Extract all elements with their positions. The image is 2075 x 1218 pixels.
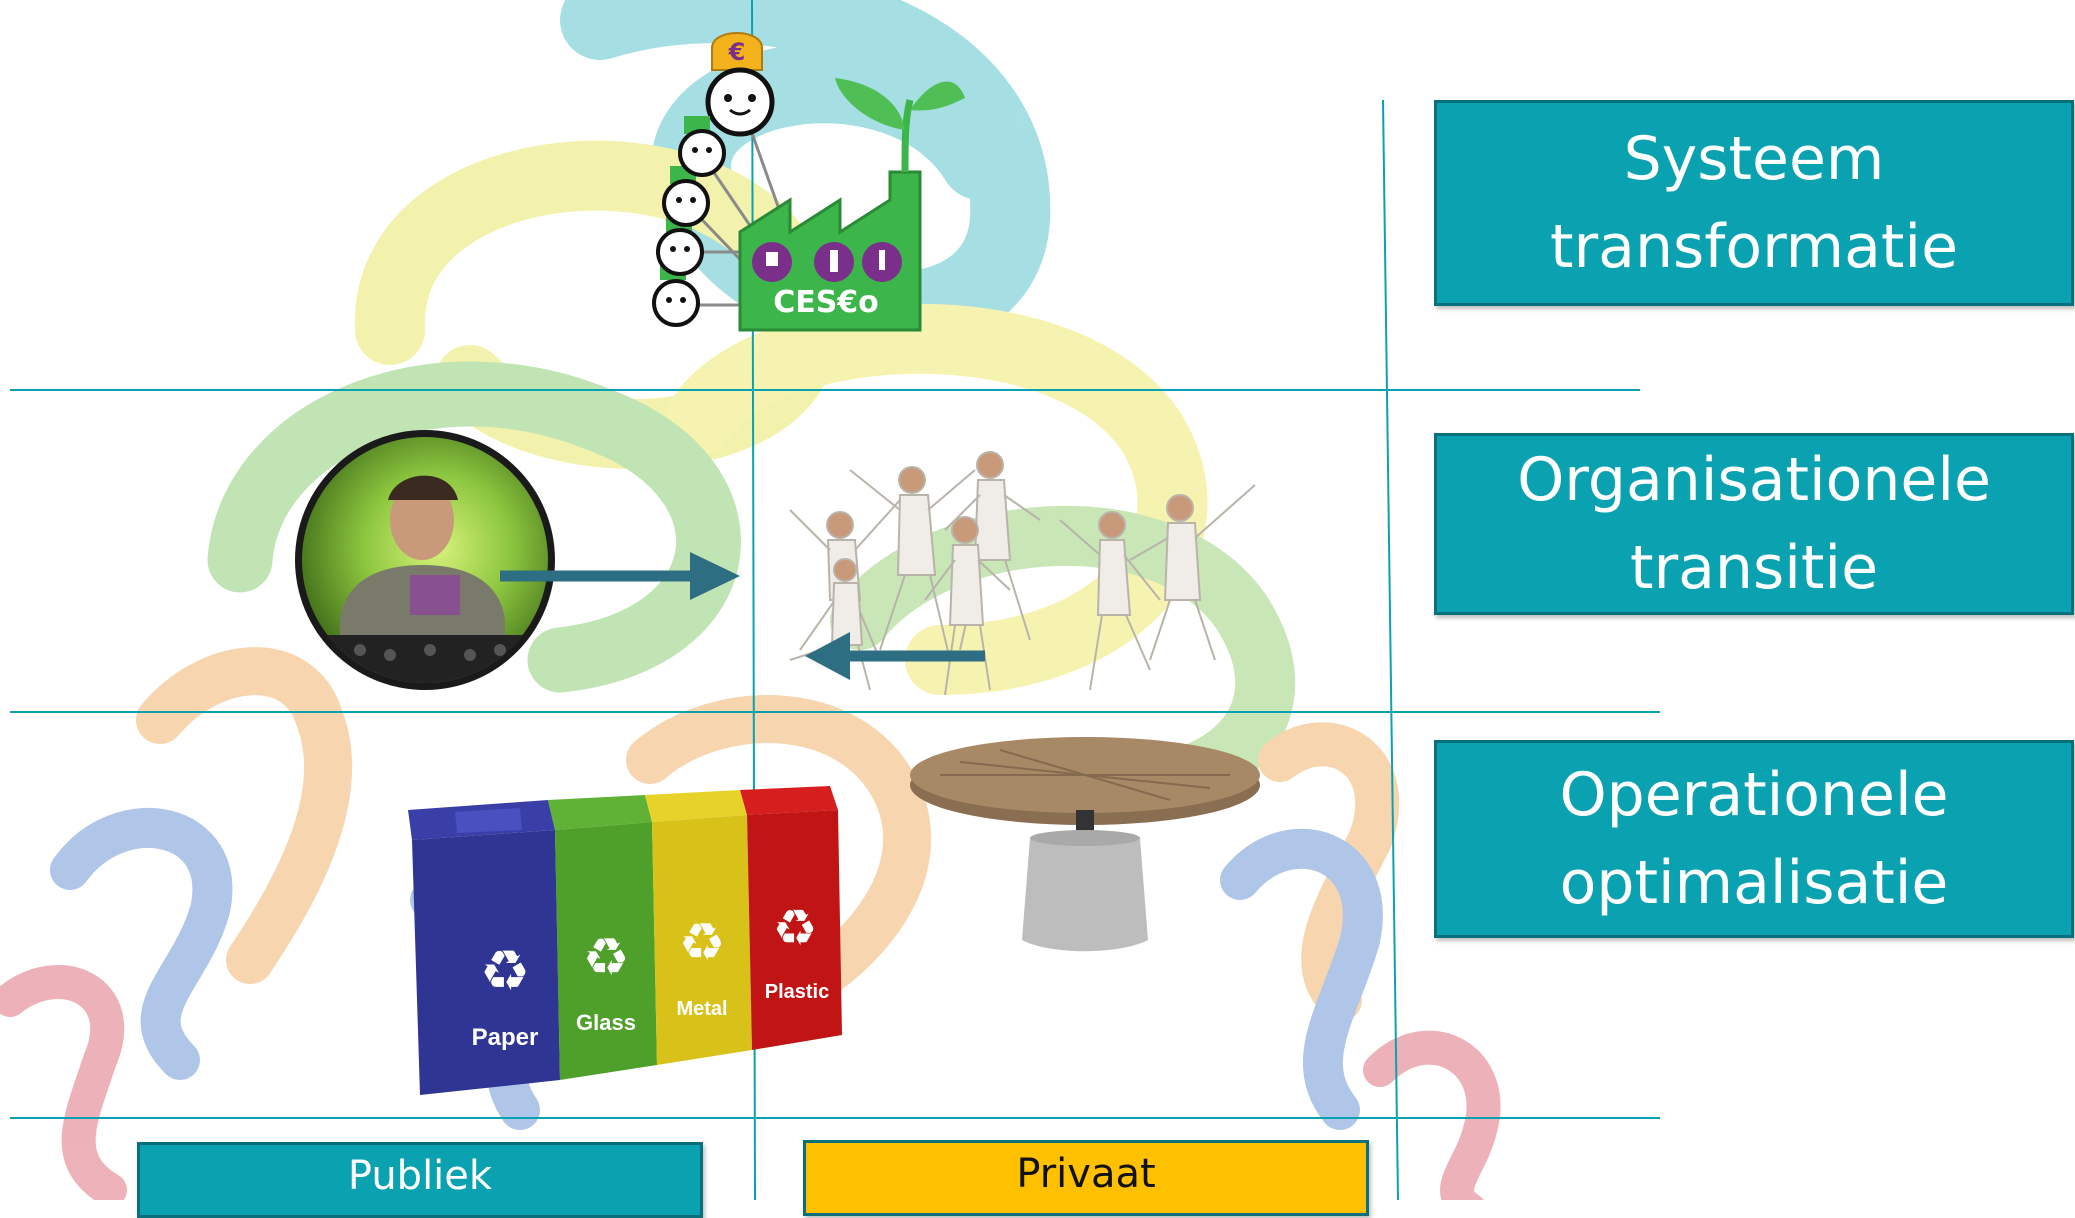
euro-coin-symbol: € (728, 38, 746, 66)
level-box-operationele-optimalisatie: Operationele optimalisatie (1434, 740, 2074, 938)
ceseo-label: CES€o (773, 285, 879, 320)
grid-line-col-2 (1382, 99, 1399, 1200)
recycle-icon: ♻ (583, 929, 630, 987)
arrow-right-icon (500, 552, 740, 600)
axis-label-publiek: Publiek (347, 1153, 493, 1199)
arrow-left-icon (805, 632, 985, 680)
member-face-icon (652, 129, 726, 327)
axis-box-publiek: Publiek (137, 1142, 703, 1218)
axis-label-privaat: Privaat (1016, 1151, 1156, 1197)
recycle-icon: ♻ (773, 900, 818, 956)
bin-label-plastic: Plastic (765, 981, 829, 1003)
sprout-leaf-icon (910, 81, 965, 111)
axis-box-privaat: Privaat (803, 1140, 1369, 1216)
recycle-icon: ♻ (679, 914, 726, 972)
level-box-systeem-transformatie: Systeem transformatie (1434, 100, 2074, 306)
recycling-bin-metal: ♻ Metal (645, 790, 752, 1065)
tool-icons (752, 242, 902, 282)
bin-label-glass: Glass (576, 1010, 636, 1035)
bin-label-metal: Metal (676, 998, 727, 1020)
member-face-icon (705, 67, 775, 137)
recycling-bin-plastic: ♻ Plastic (740, 786, 842, 1050)
recycle-icon: ♻ (480, 939, 530, 1002)
level-box-organisationele-transitie: Organisationele transitie (1434, 433, 2074, 615)
sprout-leaf-icon (835, 78, 905, 130)
recycling-bin-paper: ♻ Paper (408, 800, 560, 1095)
recycling-bin-glass: ♻ Glass (548, 795, 657, 1080)
bin-label-paper: Paper (472, 1024, 539, 1051)
